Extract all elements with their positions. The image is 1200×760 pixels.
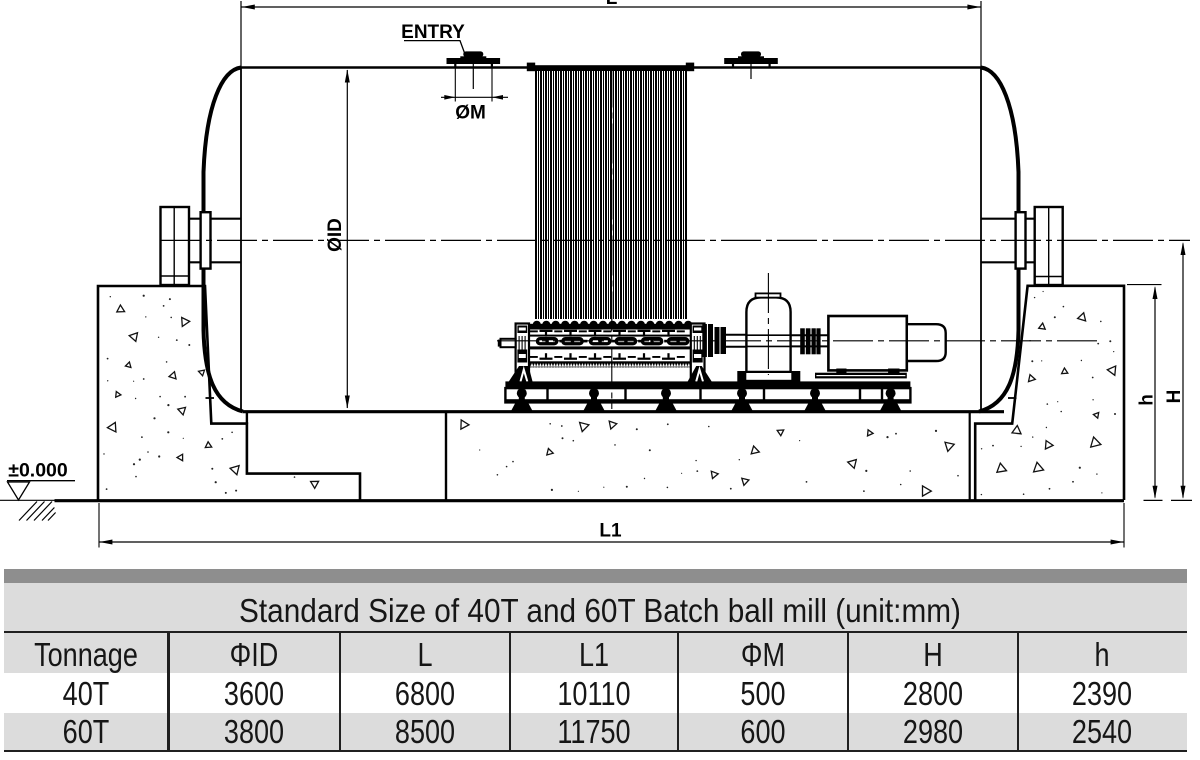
svg-text:h: h	[1136, 394, 1157, 406]
svg-text:H: H	[1164, 390, 1185, 404]
svg-text:±0.000: ±0.000	[8, 459, 68, 481]
svg-text:ENTRY: ENTRY	[401, 22, 465, 43]
svg-text:L: L	[606, 0, 618, 9]
svg-text:ØM: ØM	[455, 102, 486, 123]
svg-text:L1: L1	[599, 520, 622, 541]
svg-text:ØID: ØID	[325, 218, 346, 252]
